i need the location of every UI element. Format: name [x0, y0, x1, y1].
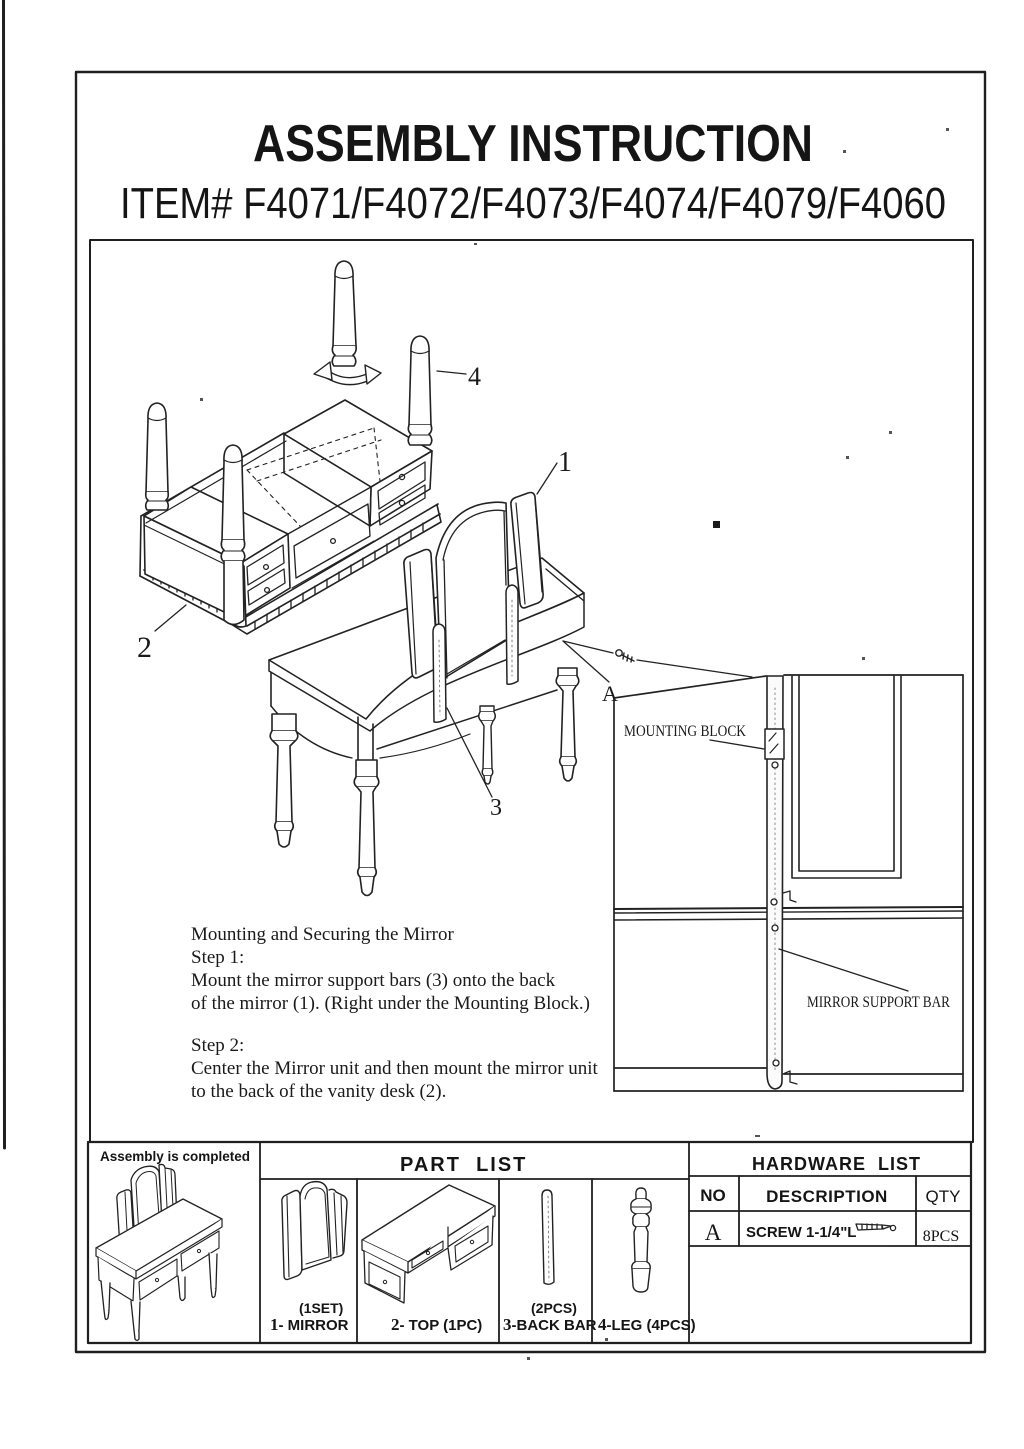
svg-text:Step 2:: Step 2:: [191, 1035, 244, 1056]
svg-text:A: A: [602, 681, 618, 706]
svg-text:(2PCS): (2PCS): [531, 1300, 577, 1316]
svg-text:ASSEMBLY INSTRUCTION: ASSEMBLY INSTRUCTION: [253, 115, 813, 173]
svg-text:(1SET): (1SET): [299, 1300, 343, 1316]
svg-text:A: A: [705, 1220, 722, 1245]
svg-text:MOUNTING BLOCK: MOUNTING BLOCK: [624, 723, 746, 740]
svg-text:PART LIST: PART LIST: [400, 1154, 527, 1176]
svg-text:1- MIRROR: 1- MIRROR: [270, 1315, 349, 1334]
svg-text:QTY: QTY: [926, 1187, 961, 1206]
svg-text:2- TOP (1PC): 2- TOP (1PC): [391, 1315, 482, 1334]
svg-text:Center the Mirror unit and the: Center the Mirror unit and then mount th…: [191, 1058, 599, 1079]
svg-text:2: 2: [137, 631, 152, 664]
svg-text:Mount the mirror support bars: Mount the mirror support bars (3) onto t…: [191, 970, 556, 991]
svg-text:Step 1:: Step 1:: [191, 947, 244, 968]
svg-text:3-BACK BAR: 3-BACK BAR: [503, 1315, 597, 1334]
svg-text:DESCRIPTION: DESCRIPTION: [766, 1187, 888, 1206]
svg-text:MIRROR SUPPORT BAR: MIRROR SUPPORT BAR: [807, 994, 950, 1011]
svg-text:to the back of the vanity desk: to the back of the vanity desk (2).: [191, 1081, 446, 1102]
svg-text:4: 4: [468, 362, 481, 391]
svg-text:3: 3: [490, 795, 502, 821]
svg-text:4-LEG (4PCS): 4-LEG (4PCS): [598, 1315, 696, 1334]
svg-text:HARDWARE LIST: HARDWARE LIST: [752, 1154, 921, 1174]
svg-text:Mounting and Securing the Mirr: Mounting and Securing the Mirror: [191, 924, 454, 945]
svg-text:of the mirror (1). (Right unde: of the mirror (1). (Right under the Moun…: [191, 993, 590, 1014]
svg-text:SCREW 1-1/4"L: SCREW 1-1/4"L: [746, 1224, 856, 1241]
svg-text:8PCS: 8PCS: [923, 1228, 959, 1245]
svg-text:NO: NO: [700, 1186, 726, 1205]
svg-text:ITEM# F4071/F4072/F4073/F4074/: ITEM# F4071/F4072/F4073/F4074/F4079/F406…: [120, 179, 946, 228]
svg-text:Assembly is completed: Assembly is completed: [100, 1149, 250, 1164]
svg-text:1: 1: [558, 447, 572, 478]
